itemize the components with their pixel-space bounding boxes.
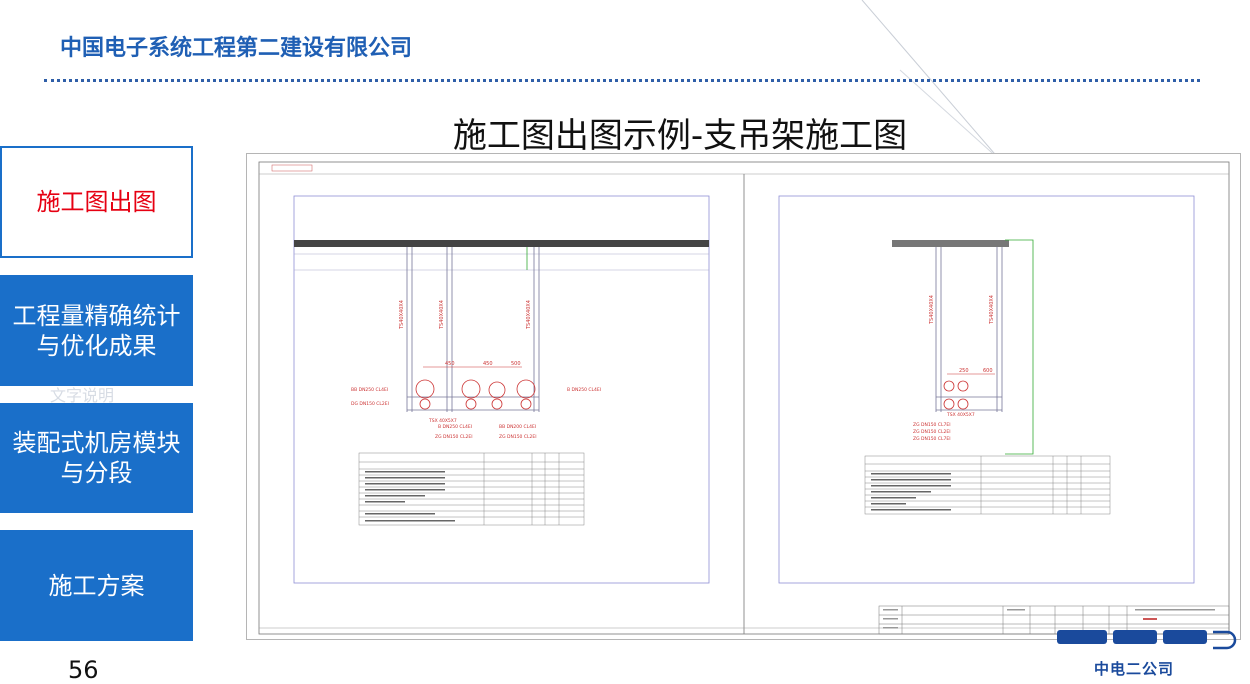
company-logo (1057, 630, 1237, 650)
svg-text:TS40X40X4: TS40X40X4 (399, 300, 405, 330)
page-number: 56 (68, 656, 99, 684)
svg-text:600: 600 (983, 368, 993, 374)
svg-text:BB DN200 CL4EI: BB DN200 CL4EI (499, 424, 536, 430)
nav-item-label: 施工图出图 (36, 188, 157, 216)
logo-text: 中电二公司 (1094, 660, 1175, 678)
svg-text:ZG DN150 CL2EI: ZG DN150 CL2EI (913, 429, 951, 435)
svg-text:450: 450 (445, 361, 455, 367)
svg-text:TSX 40X5X7: TSX 40X5X7 (946, 412, 975, 418)
svg-text:B DN250 CL4EI: B DN250 CL4EI (438, 424, 472, 430)
svg-text:ZG DN150 CL2EI: ZG DN150 CL2EI (499, 434, 537, 440)
svg-text:DG DN150 CL2EI: DG DN150 CL2EI (351, 401, 389, 407)
svg-text:ZG DN150 CL7EI: ZG DN150 CL7EI (913, 436, 951, 442)
svg-text:ZG DN150 CL2EI: ZG DN150 CL2EI (435, 434, 473, 440)
nav-item-prefab-module[interactable]: 装配式机房模块与分段 (0, 403, 193, 513)
svg-text:TS40X40X4: TS40X40X4 (439, 300, 445, 330)
cad-drawing-image: TS40X40X4 TS40X40X4 TS40X40X4 450 450 50… (258, 161, 1230, 635)
nav-item-label: 装配式机房模块与分段 (12, 429, 181, 487)
svg-text:TS40X40X4: TS40X40X4 (929, 295, 935, 325)
nav-item-construction-drawing[interactable]: 施工图出图 (0, 146, 193, 258)
header-divider (44, 79, 1200, 82)
svg-text:TS40X40X4: TS40X40X4 (989, 295, 995, 325)
svg-text:450: 450 (483, 361, 493, 367)
svg-text:TS40X40X4: TS40X40X4 (526, 300, 532, 330)
faint-caption: 文字说明 (50, 386, 115, 405)
support-hanger-drawing: TS40X40X4 TS40X40X4 TS40X40X4 450 450 50… (246, 153, 1241, 640)
nav-item-quantity-statistics[interactable]: 工程量精确统计与优化成果 (0, 275, 193, 386)
nav-item-label: 施工方案 (48, 571, 145, 600)
svg-text:250: 250 (959, 368, 969, 374)
svg-text:ZG DN150 CL7EI: ZG DN150 CL7EI (913, 422, 951, 428)
nav-item-construction-plan[interactable]: 施工方案 (0, 530, 193, 641)
svg-text:B DN250 CL4EI: B DN250 CL4EI (567, 387, 601, 393)
svg-text:BB DN250 CL4EI: BB DN250 CL4EI (351, 387, 388, 393)
nav-item-label: 工程量精确统计与优化成果 (12, 301, 181, 360)
company-name: 中国电子系统工程第二建设有限公司 (60, 36, 413, 61)
svg-text:TSX 40X5X7: TSX 40X5X7 (428, 418, 457, 424)
slide-title: 施工图出图示例-支吊架施工图 (452, 116, 908, 156)
svg-text:500: 500 (511, 361, 521, 367)
